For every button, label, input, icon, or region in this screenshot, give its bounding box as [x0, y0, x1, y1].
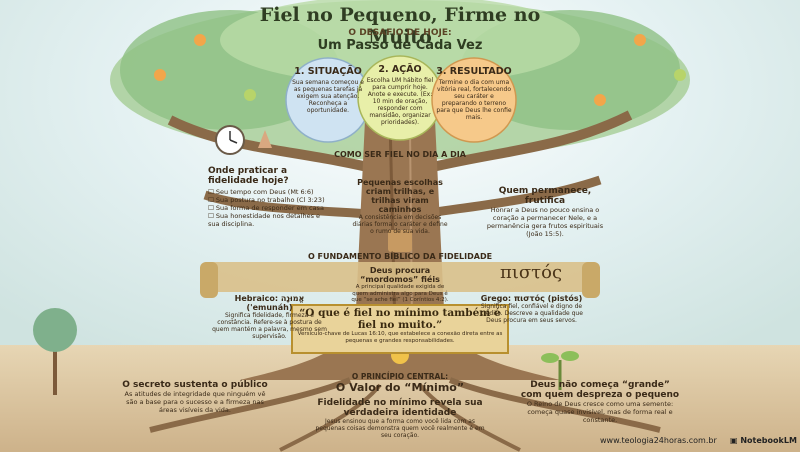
list-item: ☐ Sua postura no trabalho (Cl 3:23) — [208, 196, 325, 204]
fruit-text: Termine o dia com uma vitória real, fort… — [436, 79, 512, 121]
list-item: ☐ Seu tempo com Deus (Mt 6:6) — [208, 188, 314, 196]
greek-text: Significa fiel, confiável e digno de cré… — [480, 303, 583, 324]
stewards-text: A principal qualidade exigida de quem ad… — [351, 284, 449, 303]
small-start-box: Deus não começa “grande” com quem despre… — [520, 380, 680, 424]
list-item: ☐ Sua honestidade nos detalhes e sua dis… — [208, 212, 321, 228]
remains-text: Honrar a Deus no pouco ensina o coração … — [486, 206, 604, 238]
small-start-text: O Reino de Deus cresce como uma semente:… — [526, 400, 674, 424]
practice-item: Sua forma de responder em casa — [215, 204, 324, 212]
choices-box: Pequenas escolhas criam trilhas, e trilh… — [350, 178, 450, 235]
page-title: Fiel no Pequeno, Firme no Muito — [259, 4, 541, 48]
challenge-title: Um Passo de Cada Vez — [317, 38, 483, 53]
list-item: ☐ Sua forma de responder em casa — [208, 204, 324, 212]
notebook-icon: ▣ — [730, 436, 738, 445]
remains-box: Quem permanece, frutifica Honrar a Deus … — [480, 186, 610, 238]
stewards-heading: Deus procura “mordomos” fiéis — [360, 266, 440, 284]
secret-text: As atitudes de integridade que ninguém v… — [124, 390, 266, 414]
secret-heading: O secreto sustenta o público — [122, 380, 268, 390]
secret-box: O secreto sustenta o público As atitudes… — [120, 380, 270, 414]
hebrew-text: Significa fidelidade, firmeza e constânc… — [212, 312, 327, 340]
fruit-heading: 1. SITUAÇÃO — [294, 66, 362, 77]
choices-text: A consistência em decisões diárias forma… — [352, 214, 448, 235]
footer-site: www.teologia24horas.com.br — [600, 436, 717, 445]
greek-box: Grego: πιστός (pistós) Significa fiel, c… — [474, 294, 589, 324]
verse-text: Versículo-chave de Lucas 16:10, que esta… — [297, 331, 503, 344]
remains-heading: Quem permanece, frutifica — [498, 186, 592, 206]
greek-word: πιστός — [499, 262, 563, 283]
fruit-text: Sua semana começou e as pequenas tarefas… — [292, 79, 364, 114]
greek-heading: Grego: πιστός (pistós) — [480, 294, 583, 303]
principle-label: O PRINCÍPIO CENTRAL: — [351, 372, 449, 381]
practice-item: Sua honestidade nos detalhes e sua disci… — [208, 212, 321, 228]
verse-plaque: “O que é fiel no mínimo também é fiel no… — [296, 307, 504, 344]
practice-item: Sua postura no trabalho (Cl 3:23) — [215, 196, 325, 204]
fruit-text: Escolha UM hábito fiel para cumprir hoje… — [366, 77, 434, 126]
principle-text: Jesus ensinou que a forma como você lida… — [315, 418, 485, 439]
principle-box: O PRINCÍPIO CENTRAL: O Valor do “Mínimo”… — [310, 372, 490, 439]
brand-label: NotebookLM — [740, 436, 797, 445]
fruit-heading: 3. RESULTADO — [436, 66, 512, 77]
practice-box: Onde praticar a fidelidade hoje? ☐ Seu t… — [208, 166, 328, 228]
principle-title: O Valor do “Mínimo” — [335, 381, 465, 394]
practice-heading: Onde praticar a fidelidade hoje? — [208, 166, 289, 186]
verse-quote: “O que é fiel no mínimo também é fiel no… — [299, 307, 501, 331]
fruit-situation: 1. SITUAÇÃO Sua semana começou e as pequ… — [290, 66, 366, 114]
practice-item: Seu tempo com Deus (Mt 6:6) — [215, 188, 314, 196]
fruit-action: 2. AÇÃO Escolha UM hábito fiel para cump… — [364, 64, 436, 126]
hebrew-box: Hebraico: אֱמוּנָה ('emunáh) Significa f… — [212, 294, 327, 340]
biblical-section-title: O FUNDAMENTO BÍBLICO DA FIDELIDADE — [307, 252, 493, 261]
principle-subtitle: Fidelidade no mínimo revela sua verdadei… — [317, 398, 483, 418]
small-start-heading: Deus não começa “grande” com quem despre… — [520, 380, 680, 400]
challenge-label: O DESAFIO DE HOJE: — [348, 28, 452, 38]
choices-heading: Pequenas escolhas criam trilhas, e trilh… — [357, 178, 443, 214]
hebrew-heading: Hebraico: אֱמוּנָה ('emunáh) — [234, 294, 305, 312]
fruit-result: 3. RESULTADO Termine o dia com uma vitór… — [436, 66, 512, 121]
daily-section-title: COMO SER FIEL NO DIA A DIA — [334, 150, 466, 159]
stewards-box: Deus procura “mordomos” fiéis A principa… — [350, 266, 450, 304]
fruit-heading: 2. AÇÃO — [378, 64, 422, 75]
footer-brand: ▣ NotebookLM — [730, 436, 797, 445]
